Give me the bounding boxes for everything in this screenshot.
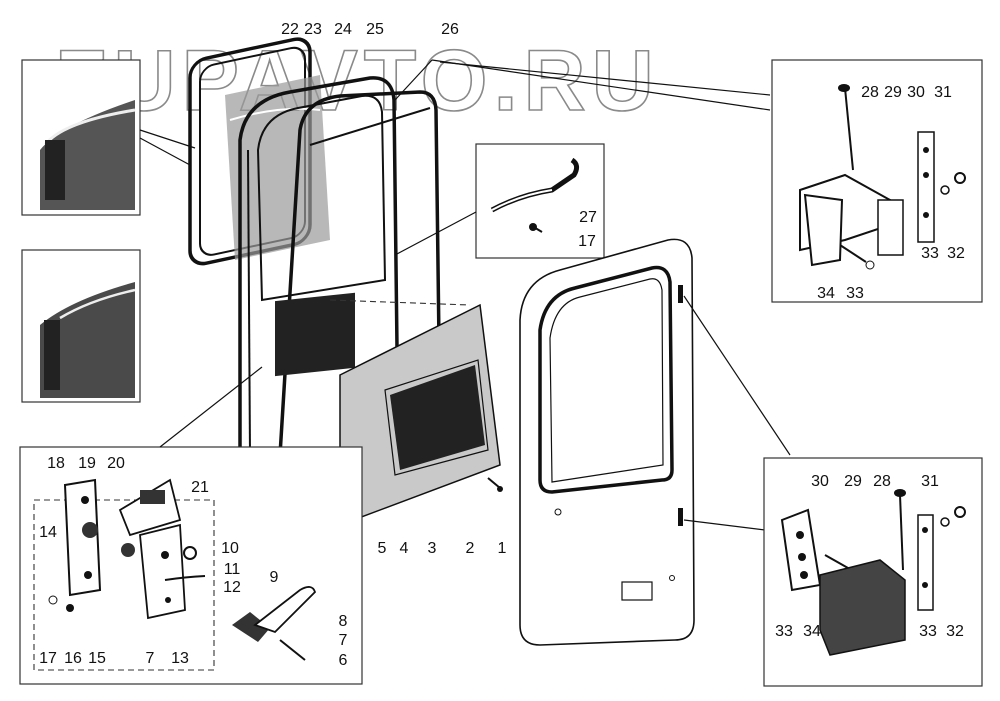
upper-hinge-inset (771, 59, 983, 303)
vent-grille-inner (275, 292, 355, 377)
callout-31: 31 (934, 84, 952, 101)
callout-31: 31 (921, 473, 939, 490)
callout-27: 27 (579, 209, 597, 226)
lower-hinge-inset (763, 457, 983, 687)
callout-18: 18 (47, 455, 65, 472)
callout-14: 14 (39, 524, 57, 541)
lock-mechanism-inset (19, 446, 363, 685)
seal-section-inset-bottom (21, 249, 141, 403)
callout-17: 17 (39, 650, 57, 667)
callout-15: 15 (88, 650, 106, 667)
handle-inset (475, 143, 605, 259)
trim-panel (339, 303, 501, 527)
callout-28: 28 (861, 84, 879, 101)
callout-29: 29 (884, 84, 902, 101)
callout-23: 23 (304, 21, 322, 38)
callout-32: 32 (947, 245, 965, 262)
screw-2 (487, 477, 503, 492)
callout-19: 19 (78, 455, 96, 472)
callout-3: 3 (428, 540, 437, 557)
callout-22: 22 (281, 21, 299, 38)
callout-33: 33 (846, 285, 864, 302)
callout-1: 1 (498, 540, 507, 557)
callout-17: 17 (578, 233, 596, 250)
callout-6: 6 (339, 652, 348, 669)
callout-30: 30 (907, 84, 925, 101)
callout-21: 21 (191, 479, 209, 496)
callout-26: 26 (441, 21, 459, 38)
callout-10: 10 (221, 540, 239, 557)
callout-7: 7 (339, 632, 348, 649)
callout-4: 4 (400, 540, 409, 557)
callout-33: 33 (921, 245, 939, 262)
callout-24: 24 (334, 21, 352, 38)
callout-16: 16 (64, 650, 82, 667)
seal-section-inset-top (21, 59, 141, 216)
callout-20: 20 (107, 455, 125, 472)
callout-32: 32 (946, 623, 964, 640)
callout-34: 34 (803, 623, 821, 640)
callout-29: 29 (844, 473, 862, 490)
callout-2: 2 (466, 540, 475, 557)
callout-11: 11 (224, 561, 241, 578)
callout-13: 13 (171, 650, 189, 667)
callout-12: 12 (223, 579, 241, 596)
callout-8: 8 (339, 613, 348, 630)
callout-9: 9 (270, 569, 279, 586)
callout-5: 5 (378, 540, 387, 557)
callout-33: 33 (775, 623, 793, 640)
callout-30: 30 (811, 473, 829, 490)
callout-28: 28 (873, 473, 891, 490)
callout-25: 25 (366, 21, 384, 38)
door-outer-panel (519, 238, 695, 646)
callout-34: 34 (817, 285, 835, 302)
callout-33: 33 (919, 623, 937, 640)
callout-7: 7 (146, 650, 155, 667)
